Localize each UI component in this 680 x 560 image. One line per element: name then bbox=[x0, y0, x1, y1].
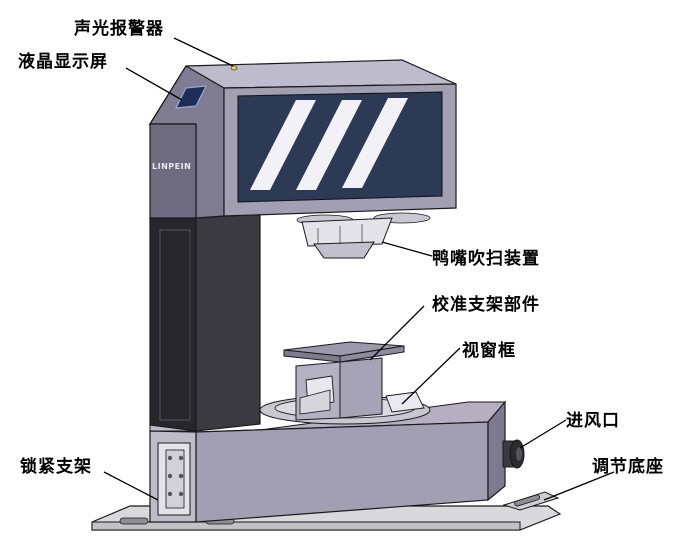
label-base: 调节底座 bbox=[592, 457, 664, 477]
label-lock: 锁紧支架 bbox=[20, 457, 92, 477]
leader-lcd bbox=[125, 67, 183, 101]
lcd-screen bbox=[174, 85, 208, 109]
lower-cabinet bbox=[149, 400, 507, 523]
leader-inlet bbox=[519, 419, 567, 449]
brand-logo: LINPEIN bbox=[152, 162, 192, 171]
leader-window bbox=[401, 347, 461, 405]
label-window: 视窗框 bbox=[462, 341, 516, 361]
label-alarm: 声光报警器 bbox=[74, 19, 164, 39]
label-inlet: 进风口 bbox=[566, 411, 620, 431]
leader-alarm bbox=[173, 37, 234, 67]
label-nozzle: 鸭嘴吹扫装置 bbox=[432, 249, 540, 269]
nozzle-assembly bbox=[296, 212, 431, 259]
head-housing bbox=[148, 59, 457, 219]
leader-nozzle bbox=[381, 241, 433, 257]
leader-calib bbox=[369, 305, 425, 361]
leader-base bbox=[543, 471, 615, 501]
vertical-column bbox=[149, 213, 261, 432]
leader-lock bbox=[103, 471, 159, 501]
label-lcd: 液晶显示屏 bbox=[18, 52, 108, 72]
calibration-chamber bbox=[259, 341, 431, 425]
air-inlet bbox=[502, 439, 525, 469]
leader-lines bbox=[103, 37, 615, 501]
alarm-light bbox=[230, 65, 238, 71]
label-calib: 校准支架部件 bbox=[432, 295, 540, 315]
